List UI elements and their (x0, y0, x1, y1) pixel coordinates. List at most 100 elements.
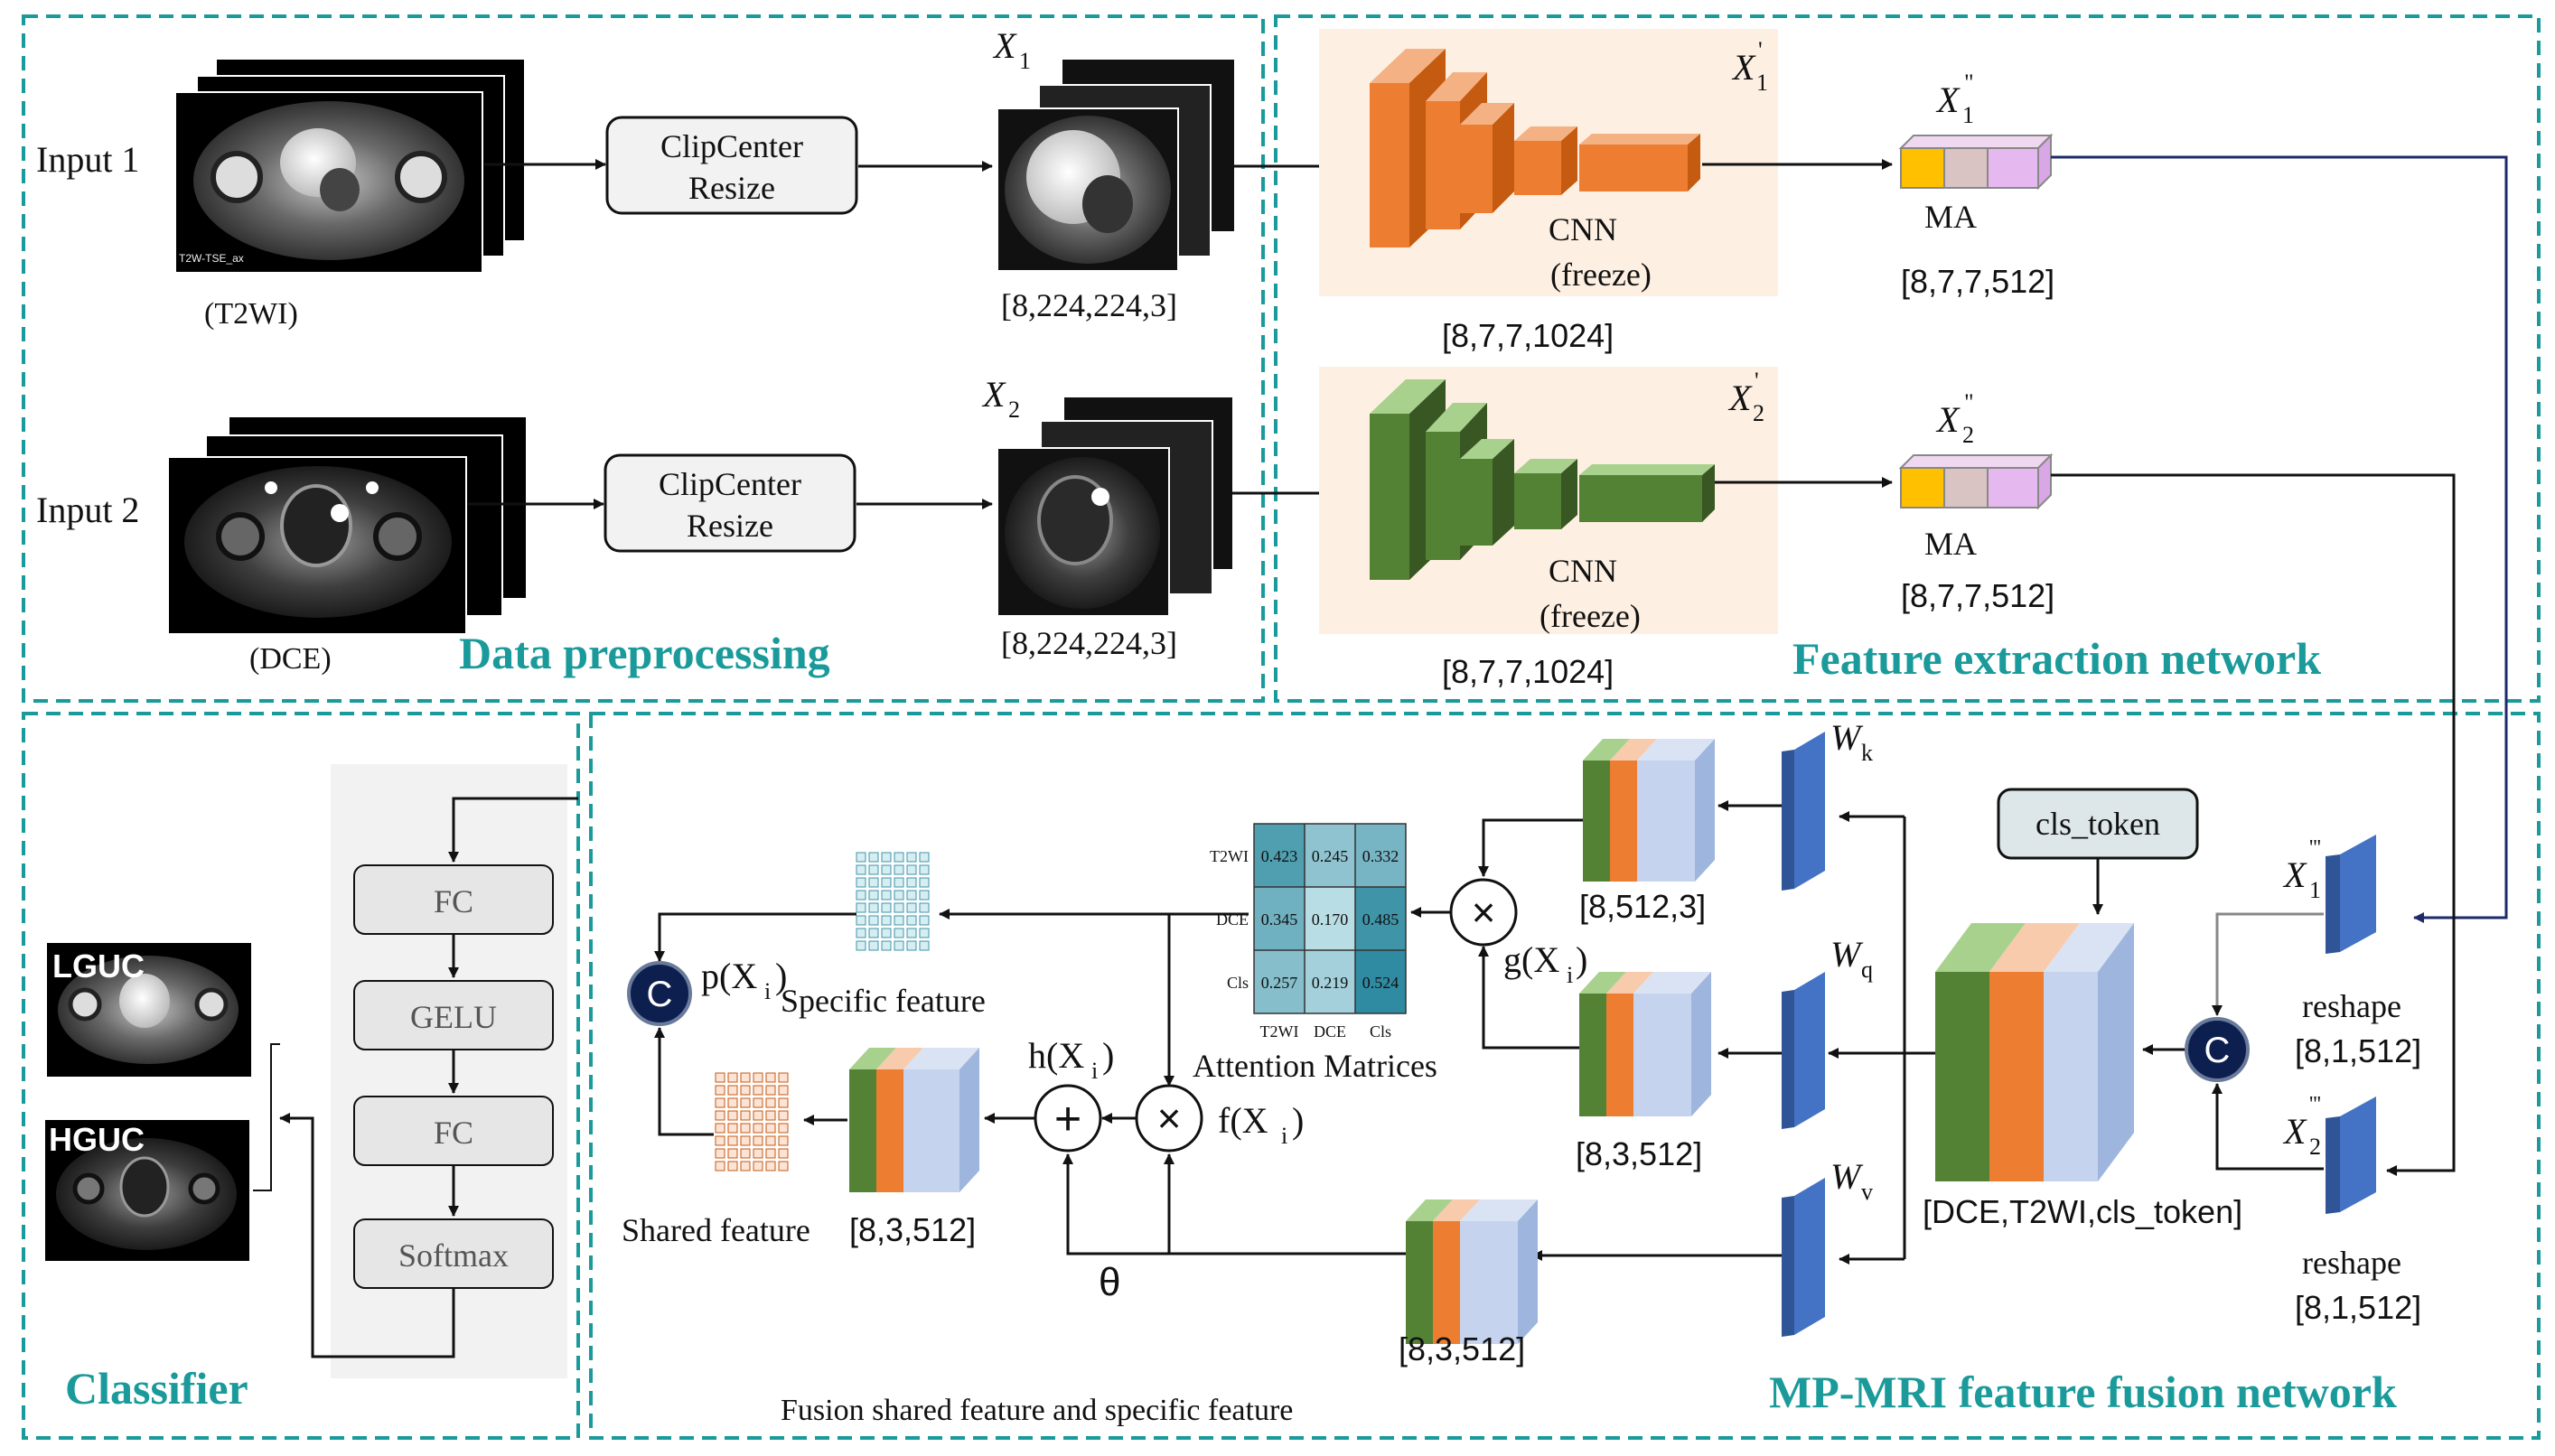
att-value: 0.170 (1312, 910, 1349, 929)
shared-feature-label: Shared feature (622, 1212, 810, 1248)
query-block (1579, 972, 1711, 1116)
grid-cell (881, 877, 892, 888)
svg-text:LGUC: LGUC (52, 947, 145, 985)
att-cell (1305, 824, 1355, 887)
svg-text:2: 2 (1962, 422, 1974, 448)
att-value: 0.257 (1261, 974, 1298, 992)
svg-text:×: × (1157, 1095, 1182, 1142)
layer-fc-2: FC (434, 1115, 473, 1151)
grid-cell (740, 1097, 751, 1108)
svg-text:X: X (1935, 79, 1961, 120)
grid-cell (740, 1148, 751, 1159)
svg-text:cls_token: cls_token (2036, 806, 2160, 842)
grid-cell (727, 1110, 738, 1121)
g-label: g(X i ) (1503, 939, 1587, 988)
svg-text:2: 2 (2309, 1134, 2321, 1160)
att-value: 0.332 (1362, 847, 1399, 865)
att-value: 0.219 (1312, 974, 1349, 992)
grid-cell (868, 877, 879, 888)
att-row-label: T2WI (1210, 847, 1249, 865)
svg-text:W: W (1830, 717, 1864, 758)
grid-cell (765, 1135, 776, 1146)
svg-text:1: 1 (2309, 877, 2321, 903)
key-shape: [8,512,3] (1579, 888, 1706, 925)
grid-cell (919, 852, 930, 863)
p-label: p(X i ) (701, 956, 787, 1004)
reshape-shape-1: [8,1,512] (2295, 1032, 2421, 1069)
grid-cell (856, 877, 866, 888)
scan-label-1: T2W-TSE_ax (179, 252, 244, 265)
output-hguc: HGUC (45, 1120, 249, 1261)
att-col-label: DCE (1314, 1022, 1346, 1041)
shared-feature-grid (715, 1072, 789, 1171)
ma-shape-2: [8,7,7,512] (1901, 577, 2054, 614)
grid-cell (753, 1148, 763, 1159)
grid-cell (881, 890, 892, 901)
att-cell (1355, 950, 1406, 1013)
grid-cell (727, 1097, 738, 1108)
section-borders (22, 14, 2541, 1440)
input1-label: Input 1 (36, 139, 139, 180)
svg-text:X: X (2282, 1111, 2307, 1152)
grid-cell (753, 1135, 763, 1146)
grid-cell (906, 890, 917, 901)
grid-cell (740, 1085, 751, 1096)
classifier-layers: FC GELU FC Softmax (353, 864, 554, 1289)
grid-cell (727, 1161, 738, 1171)
att-cell (1305, 887, 1355, 950)
preprocessing-region (22, 14, 1265, 703)
svg-text:W: W (1830, 934, 1864, 975)
fusion-title: MP-MRI feature fusion network (1769, 1367, 2397, 1417)
extraction-region (1274, 14, 2541, 703)
shared-block (849, 1048, 979, 1192)
grid-cell (715, 1135, 725, 1146)
grid-cell (906, 928, 917, 938)
svg-text:2: 2 (1008, 397, 1020, 423)
grid-cell (919, 940, 930, 951)
svg-text:i: i (1567, 962, 1573, 988)
svg-text:MA: MA (1924, 199, 1977, 235)
svg-text:): ) (1576, 939, 1587, 980)
grid-cell (727, 1085, 738, 1096)
grid-cell (715, 1123, 725, 1134)
svg-text:X: X (1935, 399, 1961, 440)
grid-cell (765, 1161, 776, 1171)
grid-cell (765, 1148, 776, 1159)
modality1-label: (T2WI) (204, 297, 298, 331)
extraction-title: Feature extraction network (1792, 633, 2321, 684)
att-cell (1254, 887, 1305, 950)
svg-text:''': ''' (2309, 836, 2321, 860)
svg-text:v: v (1861, 1179, 1873, 1205)
concat-symbol: C (2185, 1017, 2250, 1082)
svg-text:X: X (2282, 854, 2307, 895)
x1-label: X (992, 25, 1017, 66)
classifier-title: Classifier (65, 1363, 248, 1414)
concat-block (1935, 923, 2134, 1181)
grid-cell (765, 1085, 776, 1096)
grid-cell (727, 1072, 738, 1083)
grid-cell (868, 902, 879, 913)
grid-cell (753, 1097, 763, 1108)
grid-cell (868, 940, 879, 951)
att-row-label: Cls (1227, 974, 1249, 992)
grid-cell (740, 1161, 751, 1171)
svg-text:f(X: f(X (1218, 1100, 1268, 1141)
grid-cell (906, 852, 917, 863)
grid-cell (778, 1085, 789, 1096)
output-lguc: LGUC (47, 943, 251, 1077)
x2-stack (997, 397, 1232, 617)
grid-cell (727, 1135, 738, 1146)
grid-cell (753, 1085, 763, 1096)
svg-text:1: 1 (1019, 48, 1031, 74)
grid-cell (906, 915, 917, 926)
wv-block: W v (1782, 1156, 1873, 1337)
grid-cell (778, 1110, 789, 1121)
svg-text:CNN: CNN (1549, 211, 1617, 247)
grid-cell (868, 928, 879, 938)
grid-cell (727, 1148, 738, 1159)
svg-text:i: i (1091, 1058, 1098, 1084)
svg-text:MA: MA (1924, 526, 1977, 562)
grid-cell (906, 940, 917, 951)
svg-text:Resize: Resize (687, 508, 773, 544)
grid-cell (919, 902, 930, 913)
